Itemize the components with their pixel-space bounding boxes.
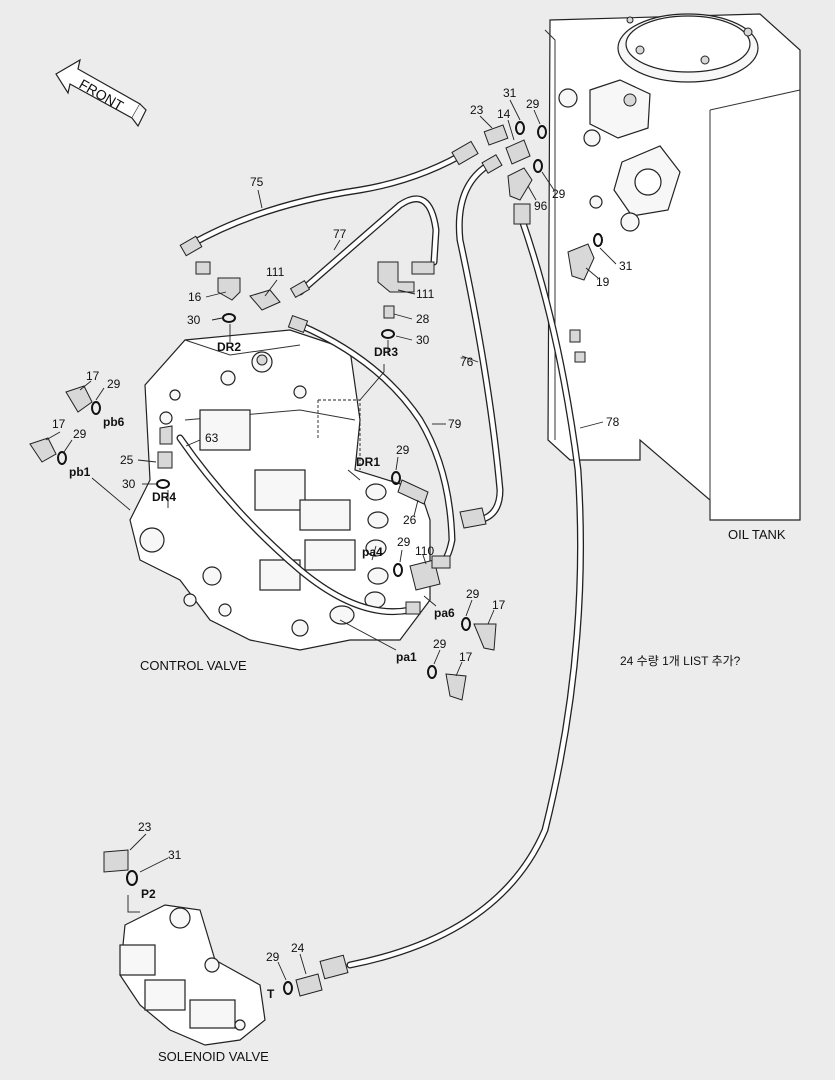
label-17-pb1: 17 [52,417,66,431]
label-79: 79 [448,417,462,431]
port-pb6: pb6 [103,415,125,429]
oil-tank [544,13,801,521]
label-29-top: 29 [526,97,540,111]
label-29-dr1: 29 [396,443,410,457]
label-29-pa1: 29 [433,637,447,651]
label-96: 96 [534,199,548,213]
caption-oil-tank: OIL TANK [728,527,786,542]
label-75: 75 [250,175,264,189]
label-29-t: 29 [266,950,280,964]
control-valve [129,329,431,651]
port-dr3: DR3 [374,345,398,359]
label-25: 25 [120,453,134,467]
label-29-pa4: 29 [397,535,411,549]
label-31-tank: 31 [619,259,633,273]
solenoid-valve [119,895,266,1046]
label-30-dr3: 30 [416,333,430,347]
port-dr1: DR1 [356,455,380,469]
fittings [29,124,595,997]
label-24: 24 [291,941,305,955]
caption-control-valve: CONTROL VALVE [140,658,247,673]
label-17-pb6: 17 [86,369,100,383]
label-23-solenoid: 23 [138,820,152,834]
revision-note: 24 수량 1개 LIST 추가? [620,654,741,668]
port-pb1: pb1 [69,465,91,479]
port-pa1: pa1 [396,650,417,664]
label-23-top: 23 [470,103,484,117]
label-17-pa1: 17 [459,650,473,664]
hose-78 [346,216,585,969]
label-31-solenoid: 31 [168,848,182,862]
o-rings [57,121,603,995]
caption-solenoid-valve: SOLENOID VALVE [158,1049,269,1064]
label-29-tank: 29 [552,187,566,201]
port-p2: P2 [141,887,156,901]
hose-75 [186,146,474,249]
label-76: 76 [460,355,474,369]
label-31-top: 31 [503,86,517,100]
label-28: 28 [416,312,430,326]
label-17-pa6: 17 [492,598,506,612]
label-19: 19 [596,275,610,289]
port-dr2: DR2 [217,340,241,354]
label-110: 110 [415,544,434,558]
hose-63 [176,434,414,616]
label-29-pb1: 29 [73,427,87,441]
port-t: T [267,987,275,1001]
port-labels: DR2 DR3 DR4 DR1 pb6 pb1 pa4 pa6 pa1 P2 T [69,340,455,1001]
label-30-dr2: 30 [187,313,201,327]
label-30-dr4: 30 [122,477,136,491]
port-dr4: DR4 [152,490,176,504]
label-63: 63 [205,431,219,445]
label-29-pb6: 29 [107,377,121,391]
front-direction-arrow: FRONT [55,58,147,128]
label-111-left: 111 [266,265,285,279]
label-111-right: 111 [416,287,435,301]
label-16: 16 [188,290,202,304]
label-78: 78 [606,415,620,429]
label-77: 77 [333,227,347,241]
hose-77 [296,195,440,296]
hose-76 [455,164,504,524]
port-pa6: pa6 [434,606,455,620]
port-pa4: pa4 [362,545,383,559]
part-number-labels: 75 77 111 16 30 111 28 30 76 79 78 63 17… [52,86,633,964]
front-label: FRONT [77,76,127,114]
label-29-pa6: 29 [466,587,480,601]
label-14: 14 [497,107,511,121]
hose-79 [296,321,456,569]
leader-lines [45,99,617,981]
label-26: 26 [403,513,417,527]
